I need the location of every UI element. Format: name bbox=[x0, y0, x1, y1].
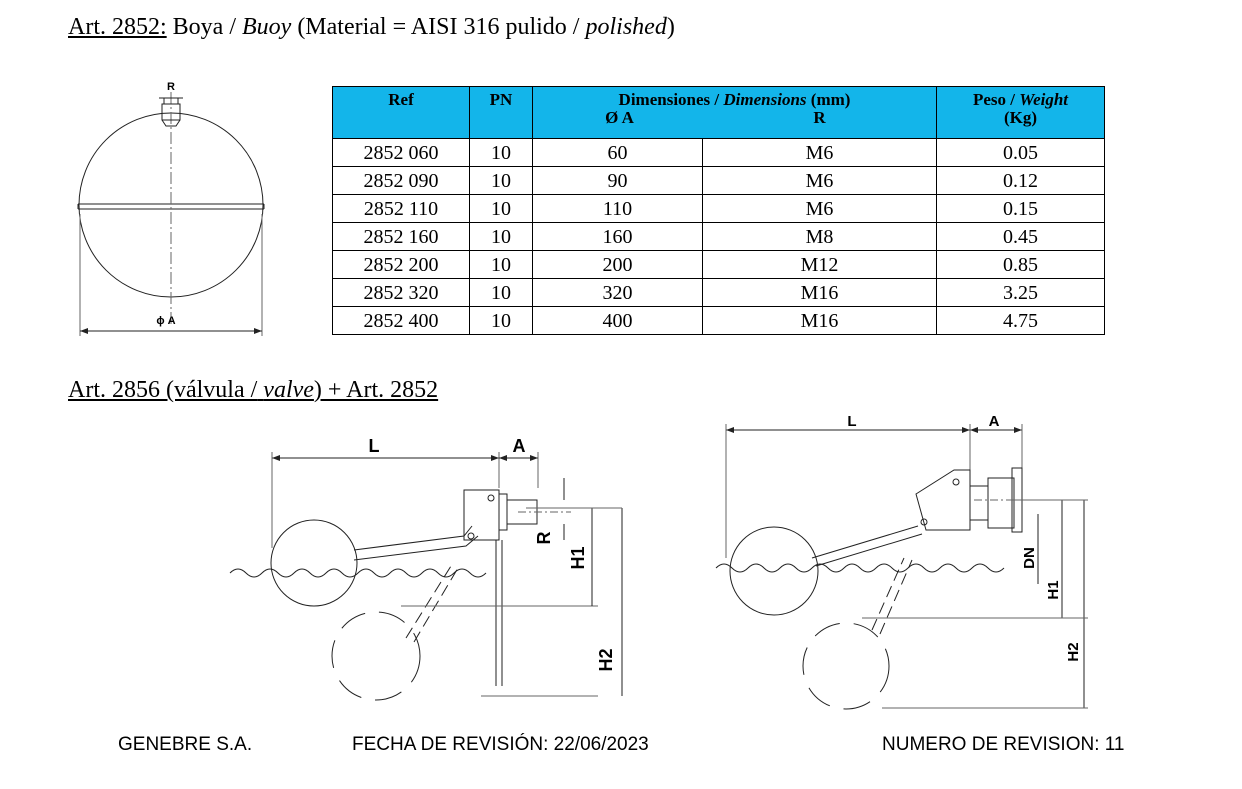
section-title-valve: Art. 2856 (válvula / valve) + Art. 2852 bbox=[68, 377, 438, 404]
valve-art-suffix: ) + Art. 2852 bbox=[313, 377, 439, 403]
buoy-drawing: R ϕ A bbox=[77, 81, 265, 336]
buoy-name-es: Boya / bbox=[172, 14, 236, 40]
header-pn: PN bbox=[469, 86, 533, 139]
material-prefix: (Material = AISI 316 pulido / bbox=[297, 14, 580, 40]
material-suffix: ) bbox=[666, 14, 675, 40]
header-dim-r: R bbox=[813, 108, 826, 127]
valve-assembly-drawing-left: L A R H1 H2 bbox=[229, 436, 623, 701]
dim-label-r: R bbox=[534, 532, 554, 545]
buoy-name-en: Buoy bbox=[242, 14, 292, 40]
dim-label-a: A bbox=[989, 413, 1000, 430]
section-title-buoy: Art. 2852: Boya / Buoy (Material = AISI … bbox=[68, 14, 675, 41]
dim-label-a: A bbox=[513, 436, 526, 456]
header-dim-a: Ø A bbox=[605, 108, 634, 127]
valve-en: valve bbox=[263, 377, 314, 403]
footer-revision-number: NUMERO DE REVISION: 11 bbox=[882, 734, 1125, 755]
label-diameter-a: ϕ A bbox=[156, 315, 175, 327]
material-en: polished bbox=[585, 14, 667, 40]
dim-label-dn: DN bbox=[1021, 547, 1038, 569]
dim-label-h1: H1 bbox=[1045, 580, 1062, 599]
dim-label-h1: H1 bbox=[568, 546, 588, 569]
footer-company: GENEBRE S.A. bbox=[118, 734, 253, 755]
footer-revision-date: FECHA DE REVISIÓN: 22/06/2023 bbox=[352, 734, 649, 755]
valve-assembly-drawing-right: L A DN H1 H2 bbox=[715, 413, 1088, 710]
buoy-float bbox=[729, 526, 819, 616]
header-ref: Ref bbox=[332, 86, 470, 139]
buoy-float bbox=[270, 519, 358, 607]
dim-label-h2: H2 bbox=[1065, 642, 1082, 661]
dim-label-l: L bbox=[847, 413, 856, 430]
header-weight: Peso / Weight(Kg) bbox=[936, 86, 1105, 139]
dim-label-h2: H2 bbox=[596, 648, 616, 671]
valve-art-prefix: Art. 2856 (válvula / bbox=[68, 377, 258, 403]
label-r: R bbox=[167, 81, 175, 93]
dim-label-l: L bbox=[369, 436, 380, 456]
article-number: Art. 2852: bbox=[68, 14, 167, 40]
